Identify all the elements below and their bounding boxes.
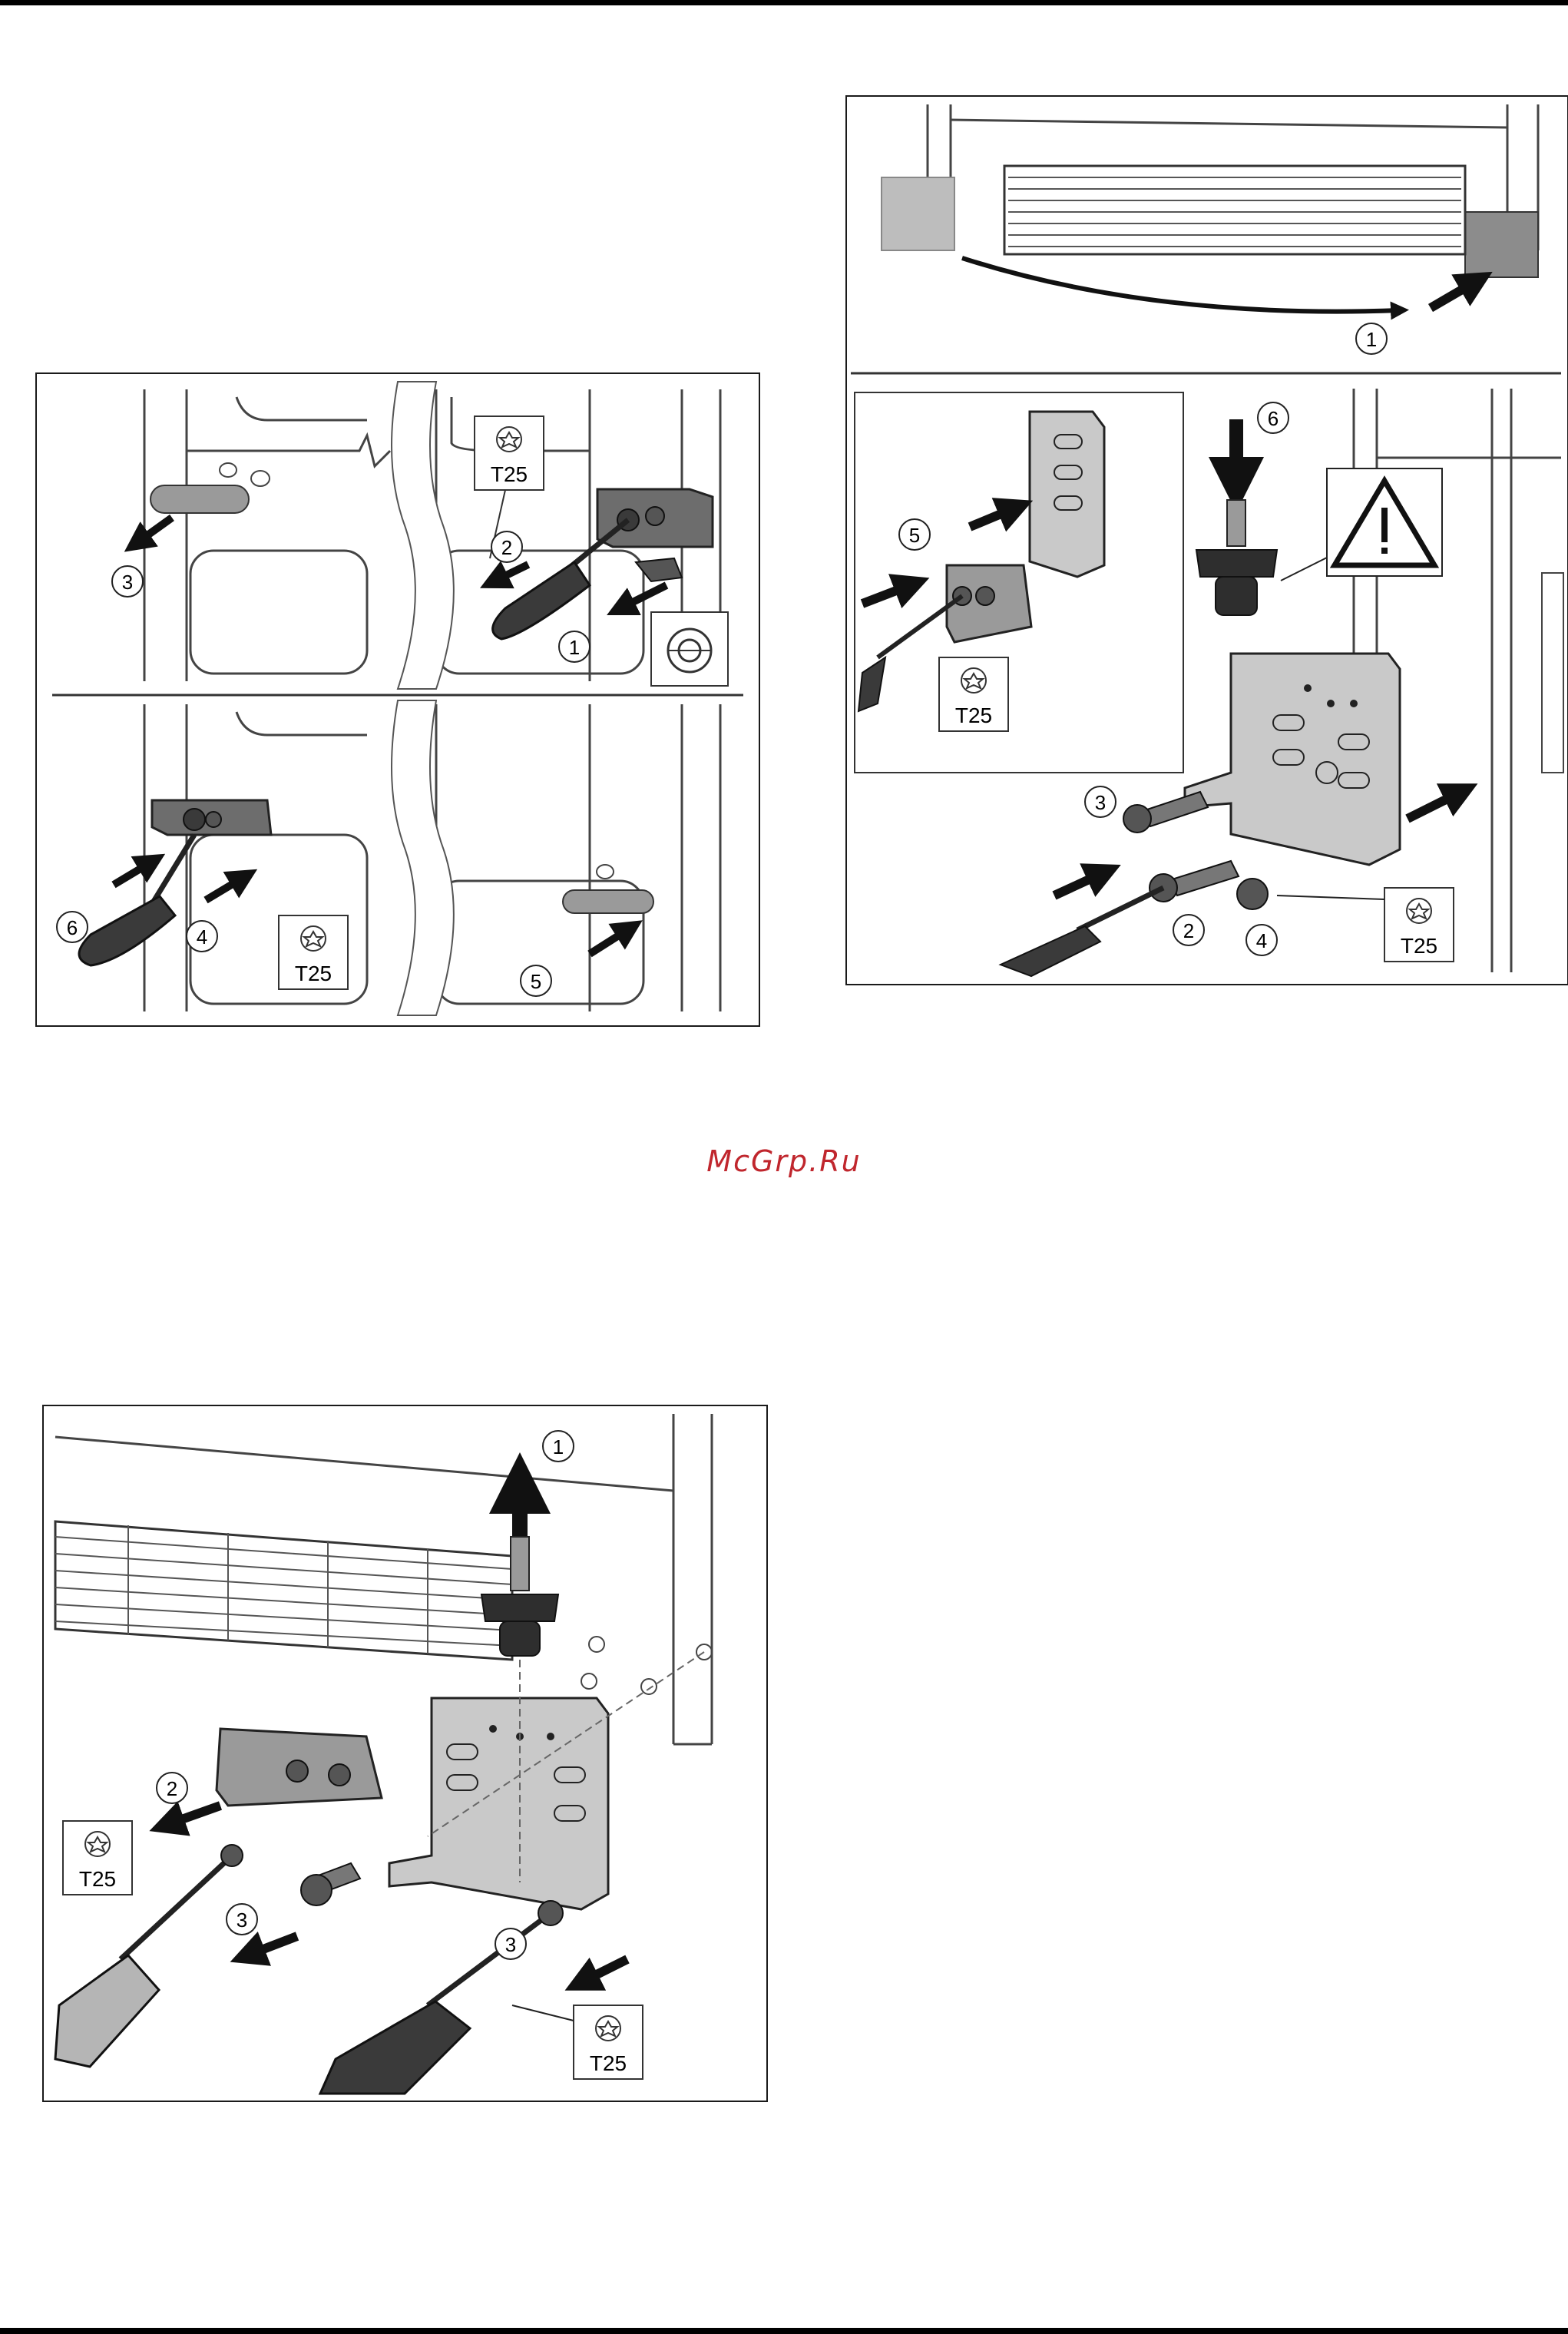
svg-text:5: 5 [531, 970, 541, 993]
hinge-cover-plate [151, 485, 249, 513]
callout-1: 1 [559, 631, 590, 662]
svg-text:T25: T25 [955, 704, 992, 727]
plinth-panel-right [1465, 212, 1538, 277]
tool-tag-label: T25 [491, 462, 528, 486]
svg-text:3: 3 [237, 1909, 247, 1932]
callout-2: 2 [491, 531, 522, 562]
svg-text:2: 2 [501, 536, 512, 559]
svg-text:1: 1 [1366, 328, 1377, 351]
svg-text:4: 4 [197, 925, 207, 948]
hinge-plate [389, 1698, 608, 1909]
svg-text:T25: T25 [590, 2051, 627, 2075]
hinge-cover-plate-refit [563, 890, 653, 913]
arrow-slide-grille [962, 258, 1400, 312]
svg-text:2: 2 [1183, 919, 1194, 942]
svg-text:3: 3 [505, 1933, 516, 1956]
svg-text:4: 4 [1256, 929, 1267, 952]
callout-4: 4 [187, 921, 217, 952]
figure-door-hinge: T25 3 2 1 [35, 372, 760, 1027]
screwdriver-handle-refit [79, 896, 175, 965]
callout-3: 3 [1085, 786, 1116, 817]
figure-plinth-hinge-refit-drawing: 1 5 T25 [847, 97, 1567, 984]
hinge-pin-bush [1196, 550, 1277, 577]
plinth-panel-left [882, 177, 954, 250]
ventilation-grille [1004, 166, 1465, 254]
figure-door-hinge-drawing: T25 3 2 1 [37, 374, 759, 1025]
callout-5: 5 [521, 965, 551, 996]
svg-text:T25: T25 [1401, 934, 1437, 958]
svg-text:5: 5 [909, 524, 920, 547]
screwdriver-handle-left [55, 1955, 159, 2067]
figure-plinth-hinge-refit: 1 5 T25 [845, 95, 1568, 985]
svg-text:6: 6 [67, 916, 78, 939]
svg-text:2: 2 [167, 1777, 177, 1800]
svg-text:3: 3 [122, 571, 133, 594]
hinge-plate-detail [1030, 412, 1104, 577]
callout-4: 4 [1246, 925, 1277, 955]
hinge-pin [1227, 500, 1245, 546]
figure-lower-hinge-removal: 1 2 T25 3 [42, 1405, 768, 2102]
callout-3: 3 [227, 1904, 257, 1935]
screwdriver-handle-right [320, 2001, 470, 2094]
callout-1: 1 [543, 1431, 574, 1462]
hinge-pin [511, 1537, 529, 1591]
svg-text:T25: T25 [295, 962, 332, 985]
hinge-pin-bush [481, 1594, 558, 1621]
svg-text:1: 1 [569, 636, 580, 659]
hinge-plate [1185, 654, 1400, 865]
callout-6: 6 [57, 912, 88, 942]
callout-3: 3 [495, 1928, 526, 1959]
callout-6: 6 [1258, 402, 1288, 433]
bottom-rule [0, 2328, 1568, 2334]
callout-5: 5 [899, 519, 930, 550]
svg-text:3: 3 [1095, 791, 1106, 814]
figure-lower-hinge-removal-drawing: 1 2 T25 3 [44, 1406, 766, 2101]
arrow-remove-cover [137, 518, 172, 543]
svg-text:1: 1 [553, 1435, 564, 1458]
top-rule [0, 0, 1568, 5]
svg-text:6: 6 [1268, 407, 1279, 430]
callout-2: 2 [157, 1773, 187, 1803]
callout-3: 3 [112, 566, 143, 597]
callout-2: 2 [1173, 915, 1204, 945]
watermark: McGrp.Ru [0, 1144, 1568, 1178]
ventilation-grille [55, 1521, 512, 1660]
callout-1: 1 [1356, 323, 1387, 354]
svg-text:T25: T25 [79, 1867, 116, 1891]
